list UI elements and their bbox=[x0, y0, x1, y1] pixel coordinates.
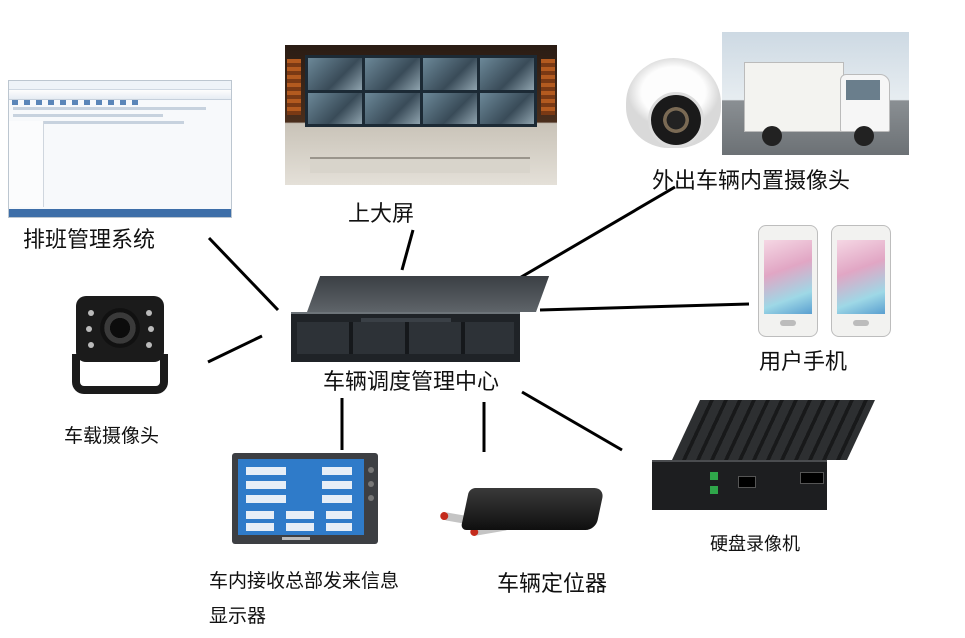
monitor-wall-photo bbox=[285, 45, 557, 185]
line-outboundcam-to-center bbox=[510, 185, 676, 285]
label-vehicle-locator: 车辆定位器 bbox=[497, 572, 608, 597]
label-in-vehicle-display-line1: 车内接收总部发来信息 bbox=[209, 570, 400, 592]
line-phone-to-center bbox=[539, 302, 750, 312]
line-vehiclecam-to-center bbox=[207, 334, 263, 364]
hdd-recorder-icon bbox=[652, 400, 875, 512]
dome-camera-photo bbox=[626, 58, 721, 148]
phone-icon bbox=[831, 225, 891, 337]
label-big-screen: 上大屏 bbox=[348, 202, 415, 227]
label-user-phone: 用户手机 bbox=[759, 350, 848, 375]
label-vehicle-camera: 车载摄像头 bbox=[64, 425, 160, 447]
dispatch-server-icon bbox=[291, 276, 550, 362]
label-scheduling-system: 排班管理系统 bbox=[23, 228, 156, 253]
label-dispatch-center: 车辆调度管理中心 bbox=[323, 370, 500, 395]
scheduling-software-screenshot bbox=[8, 80, 232, 218]
label-outbound-vehicle-camera: 外出车辆内置摄像头 bbox=[652, 169, 851, 194]
phone-icon bbox=[758, 225, 818, 337]
vehicle-camera-icon bbox=[72, 296, 168, 396]
line-dvr-to-center bbox=[521, 390, 623, 452]
line-scheduling-to-center bbox=[207, 236, 280, 312]
truck-photo bbox=[722, 32, 909, 155]
vehicle-locator-icon bbox=[443, 470, 621, 547]
label-in-vehicle-display-line2: 显示器 bbox=[209, 605, 267, 627]
in-vehicle-display-icon bbox=[232, 453, 378, 544]
label-hdd-recorder: 硬盘录像机 bbox=[710, 534, 800, 555]
line-bigscreen-to-center bbox=[400, 229, 415, 271]
